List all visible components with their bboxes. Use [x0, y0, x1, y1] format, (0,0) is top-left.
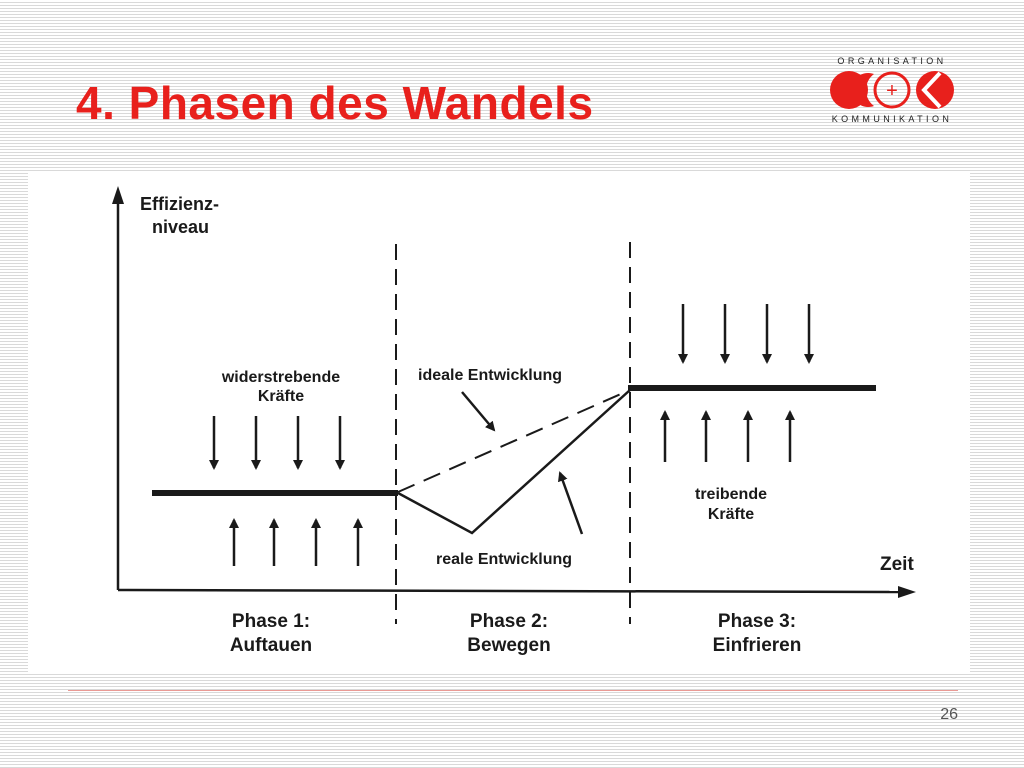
phase-3-label-line2: Einfrieren	[713, 635, 802, 656]
page-number: 26	[940, 706, 958, 723]
logo-plus-symbol: +	[886, 80, 898, 102]
real-pointer-arrow	[558, 471, 584, 535]
y-axis-arrowhead	[112, 186, 124, 204]
real-development-label: reale Entwicklung	[436, 551, 572, 568]
y-axis-label-line1: Effizienz-	[140, 194, 219, 214]
diagram-canvas: Effizienz- niveau Zeit ideale Entwicklun…	[112, 186, 916, 656]
ideal-pointer-arrow	[461, 391, 496, 432]
phase-2-label-line1: Phase 2:	[470, 611, 548, 632]
y-axis-label-line2: niveau	[152, 217, 209, 237]
phase-1-label-line1: Phase 1:	[232, 611, 310, 632]
logo-bottom-text: KOMMUNIKATION	[831, 114, 953, 124]
x-axis	[117, 588, 907, 594]
real-development-line	[397, 389, 631, 535]
x-axis-label: Zeit	[880, 554, 914, 575]
logo-mark: +	[830, 71, 954, 109]
logo-top-text: ORGANISATION	[837, 56, 947, 66]
restraining-forces-label-line2: Kräfte	[258, 388, 304, 405]
restraining-forces-label-line1: widerstrebende	[221, 369, 340, 386]
driving-forces-label-line1: treibende	[695, 486, 767, 503]
phase-1-label-line2: Auftauen	[230, 635, 312, 656]
slide-title: 4. Phasen des Wandels	[76, 77, 594, 129]
change-phases-diagram: Effizienz- niveau Zeit ideale Entwicklun…	[28, 172, 970, 672]
ideal-development-line	[397, 389, 631, 493]
phase-2-label-line2: Bewegen	[467, 635, 550, 656]
organisation-kommunikation-logo: ORGANISATION + KOMMUNIKATION	[826, 56, 958, 128]
phase-3-label-line1: Phase 3:	[718, 611, 796, 632]
x-axis-arrowhead	[898, 586, 916, 598]
footer-divider	[68, 690, 958, 691]
driving-forces-label-line2: Kräfte	[708, 506, 754, 523]
ideal-development-label: ideale Entwicklung	[418, 367, 562, 384]
